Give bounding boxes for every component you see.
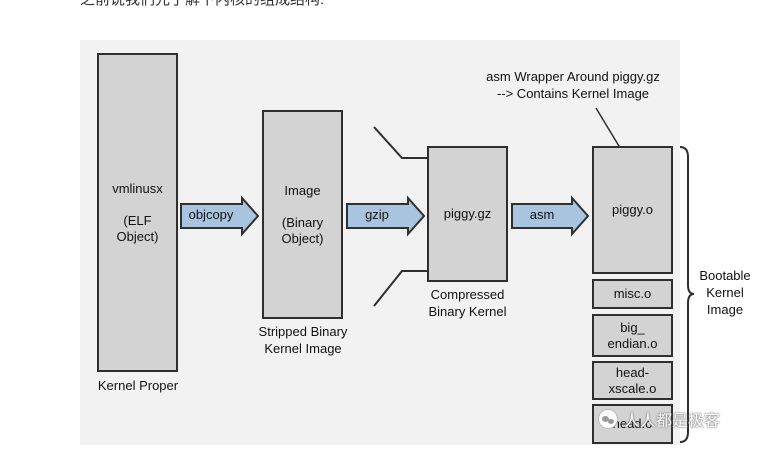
misc-o-box: misc.o [592, 279, 673, 309]
wechat-icon [598, 409, 618, 429]
head-xscale-o-box: head- xscale.o [592, 361, 673, 400]
objcopy-arrow [180, 195, 260, 237]
watermark-text: 人人都是极客 [624, 413, 721, 430]
misc-o-label: misc.o [613, 286, 652, 301]
asm-wrapper-caption: asm Wrapper Around piggy.gz --> Contains… [486, 69, 660, 101]
big-endian-o-box: big_ endian.o [592, 314, 673, 357]
image-box: Image (Binary Object) [262, 110, 343, 319]
diagram-background [80, 40, 680, 445]
piggy-gz-box: piggy.gz [427, 146, 508, 282]
gzip-label: gzip [365, 207, 389, 222]
image-label: Image (Binary Object) [281, 182, 324, 246]
bootable-brace [679, 146, 695, 443]
head-o-label: head.o [612, 416, 653, 431]
head-xscale-o-label: head- xscale.o [608, 364, 657, 396]
piggy-o-label: piggy.o [612, 202, 653, 217]
compressed-binary-caption: Compressed Binary Kernel [428, 287, 507, 319]
asm-label: asm [529, 207, 555, 222]
objcopy-label: objcopy [188, 207, 234, 222]
intro-text: 之前说我们先了解下内核的组成结构: [80, 0, 324, 9]
stripped-binary-caption: Stripped Binary Kernel Image [258, 324, 348, 356]
gzip-arrow [346, 195, 426, 237]
asm-arrow [511, 195, 590, 237]
piggy-o-box: piggy.o [592, 146, 673, 274]
vmlinux-label: vmlinusx (ELF Object) [112, 180, 163, 244]
funnel-line-bottom [373, 270, 427, 307]
funnel-line-top [373, 126, 427, 159]
watermark: 人人都是极客 [598, 407, 720, 431]
vmlinux-box: vmlinusx (ELF Object) [97, 53, 178, 372]
bootable-kernel-caption: Bootable Kernel Image [699, 268, 751, 317]
piggy-gz-label: piggy.gz [443, 206, 492, 221]
kernel-proper-caption: Kernel Proper [97, 378, 179, 393]
big-endian-o-label: big_ endian.o [607, 319, 658, 351]
